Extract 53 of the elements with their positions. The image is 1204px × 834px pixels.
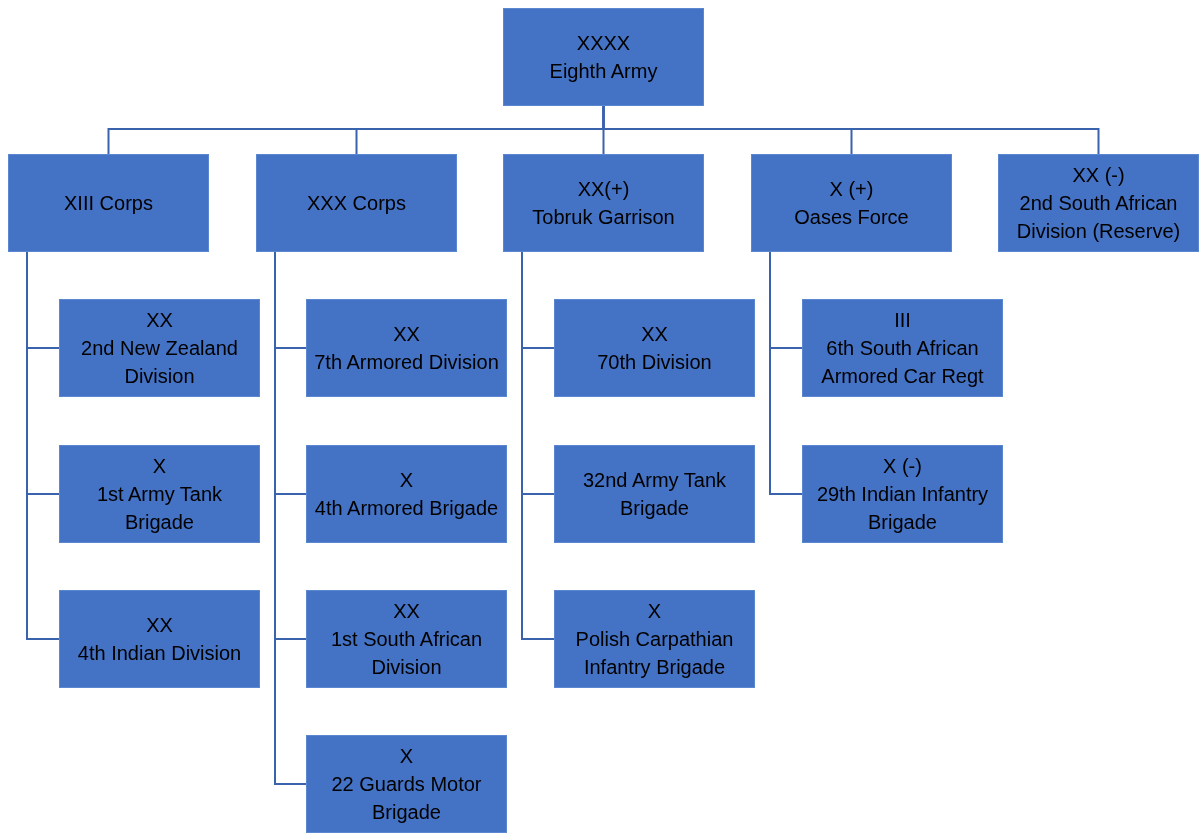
unit-name: 6th South African Armored Car Regt [820, 336, 985, 389]
unit-size-symbol: X [399, 744, 414, 769]
unit-size-symbol: X [399, 468, 414, 493]
unit-name: XXX Corps [307, 191, 406, 216]
unit-box [306, 299, 507, 397]
unit-name: 70th Division [597, 350, 712, 375]
unit-box [998, 154, 1199, 252]
unit-size-symbol: X (+) [829, 177, 874, 202]
unit-name: 4th Indian Division [77, 641, 242, 666]
unit-box [59, 445, 260, 543]
unit-name: XIII Corps [64, 191, 153, 216]
unit-name: Oases Force [794, 205, 909, 230]
unit-box [503, 8, 704, 106]
unit-name: 2nd New Zealand Division [80, 336, 239, 389]
unit-name: 4th Armored Brigade [314, 496, 499, 521]
unit-box [554, 299, 755, 397]
unit-size-symbol: XX(+) [577, 177, 630, 202]
unit-name: 32nd Army Tank Brigade [581, 468, 727, 521]
unit-size-symbol: XX [146, 308, 173, 333]
unit-size-symbol: X (-) [883, 454, 922, 479]
unit-size-symbol: X [647, 599, 662, 624]
unit-box [554, 445, 755, 543]
unit-box [751, 154, 952, 252]
unit-box [59, 299, 260, 397]
unit-size-symbol: X [152, 454, 167, 479]
unit-box [802, 445, 1003, 543]
unit-box [802, 299, 1003, 397]
unit-name: 1st South African Division [329, 627, 484, 680]
unit-size-symbol: XX [393, 599, 420, 624]
unit-size-symbol: XXXX [576, 31, 631, 56]
unit-box [306, 445, 507, 543]
unit-name: Eighth Army [549, 59, 658, 84]
connector-line [769, 251, 803, 495]
unit-size-symbol: XX (-) [1072, 163, 1125, 188]
unit-size-symbol: III [894, 308, 911, 333]
unit-name: Tobruk Garrison [532, 205, 675, 230]
unit-size-symbol: XX [641, 322, 668, 347]
unit-name: 22 Guards Motor Brigade [330, 772, 483, 825]
unit-box [59, 590, 260, 688]
unit-name: 1st Army Tank Brigade [95, 482, 224, 535]
connector-line [602, 105, 1100, 155]
unit-box [306, 590, 507, 688]
unit-size-symbol: XX [393, 322, 420, 347]
unit-box [256, 154, 457, 252]
unit-box [8, 154, 209, 252]
unit-box [306, 735, 507, 833]
unit-name: 7th Armored Division [314, 350, 499, 375]
unit-size-symbol: XX [146, 613, 173, 638]
unit-name: 2nd South African Division (Reserve) [1015, 191, 1182, 244]
unit-box [554, 590, 755, 688]
unit-name: 29th Indian Infantry Brigade [815, 482, 990, 535]
unit-name: Polish Carpathian Infantry Brigade [574, 627, 735, 680]
unit-box [503, 154, 704, 252]
